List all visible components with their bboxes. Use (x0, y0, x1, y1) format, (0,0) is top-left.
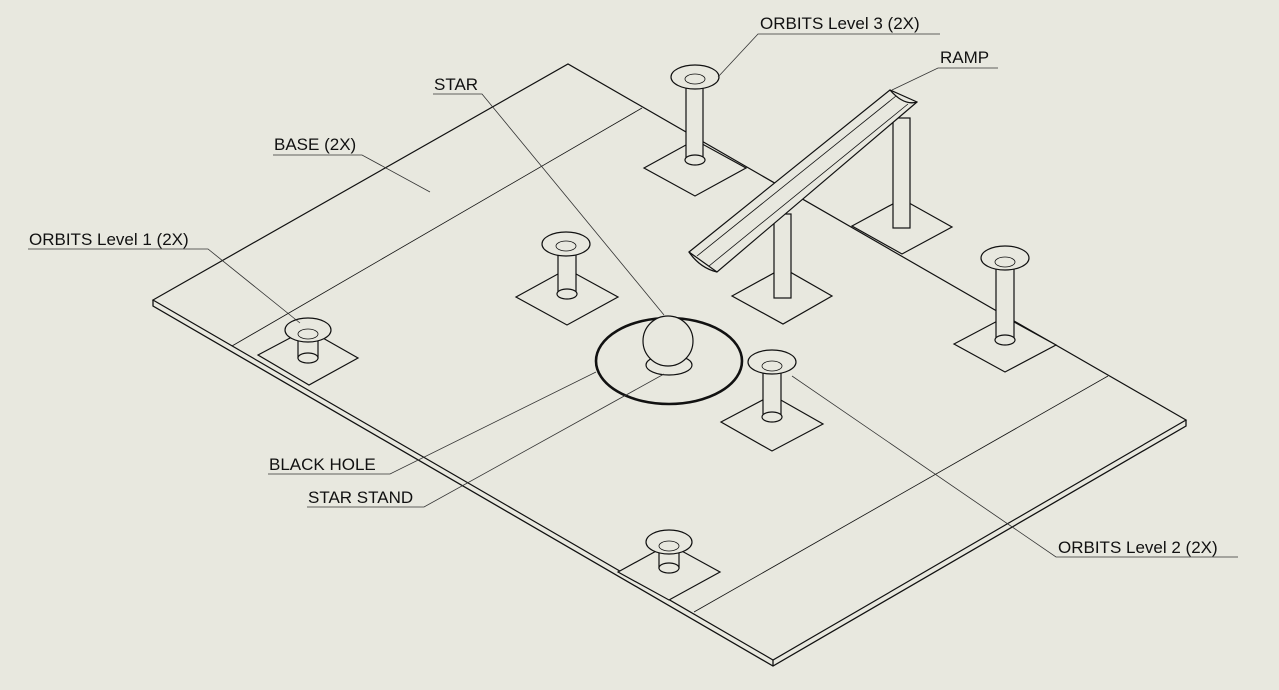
pad-l2-front (719, 394, 825, 452)
ramp-support-back (892, 117, 911, 229)
orbit-post-l1 (284, 317, 332, 364)
star (642, 315, 694, 367)
label-star: STAR (434, 75, 478, 94)
orbit-post-bottom (645, 529, 693, 574)
orbit-post-l2-front (747, 349, 797, 423)
label-base: BASE (2X) (274, 135, 356, 154)
leader-orbits-l2 (791, 375, 1238, 558)
label-orbits-level-2: ORBITS Level 2 (2X) (1058, 538, 1218, 557)
ramp-support-front (773, 213, 792, 299)
orbit-post-mid-left (541, 231, 591, 300)
label-orbits-level-1: ORBITS Level 1 (2X) (29, 230, 189, 249)
leader-orbits-l1 (28, 248, 301, 324)
orbit-post-l3-back (670, 64, 720, 166)
leader-star (433, 93, 665, 316)
base-seam-right (693, 375, 1109, 613)
label-star-stand: STAR STAND (308, 488, 413, 507)
orbit-post-right (980, 245, 1030, 346)
leader-black-hole (268, 371, 597, 475)
label-black-hole: BLACK HOLE (269, 455, 376, 474)
leader-base (273, 154, 431, 193)
base-seam-left (231, 107, 643, 347)
orbit-posts (284, 64, 1030, 574)
callout-labels: ORBITS Level 3 (2X) RAMP STAR BASE (2X) … (29, 14, 1218, 557)
leader-orbits-l3 (717, 33, 940, 78)
pad-l3-back (642, 139, 748, 197)
leader-ramp (891, 67, 998, 91)
black-hole-group (594, 315, 744, 406)
label-ramp: RAMP (940, 48, 989, 67)
leader-lines (28, 33, 1238, 558)
ramp (688, 89, 919, 299)
label-orbits-level-3: ORBITS Level 3 (2X) (760, 14, 920, 33)
leader-star-stand (307, 373, 665, 508)
